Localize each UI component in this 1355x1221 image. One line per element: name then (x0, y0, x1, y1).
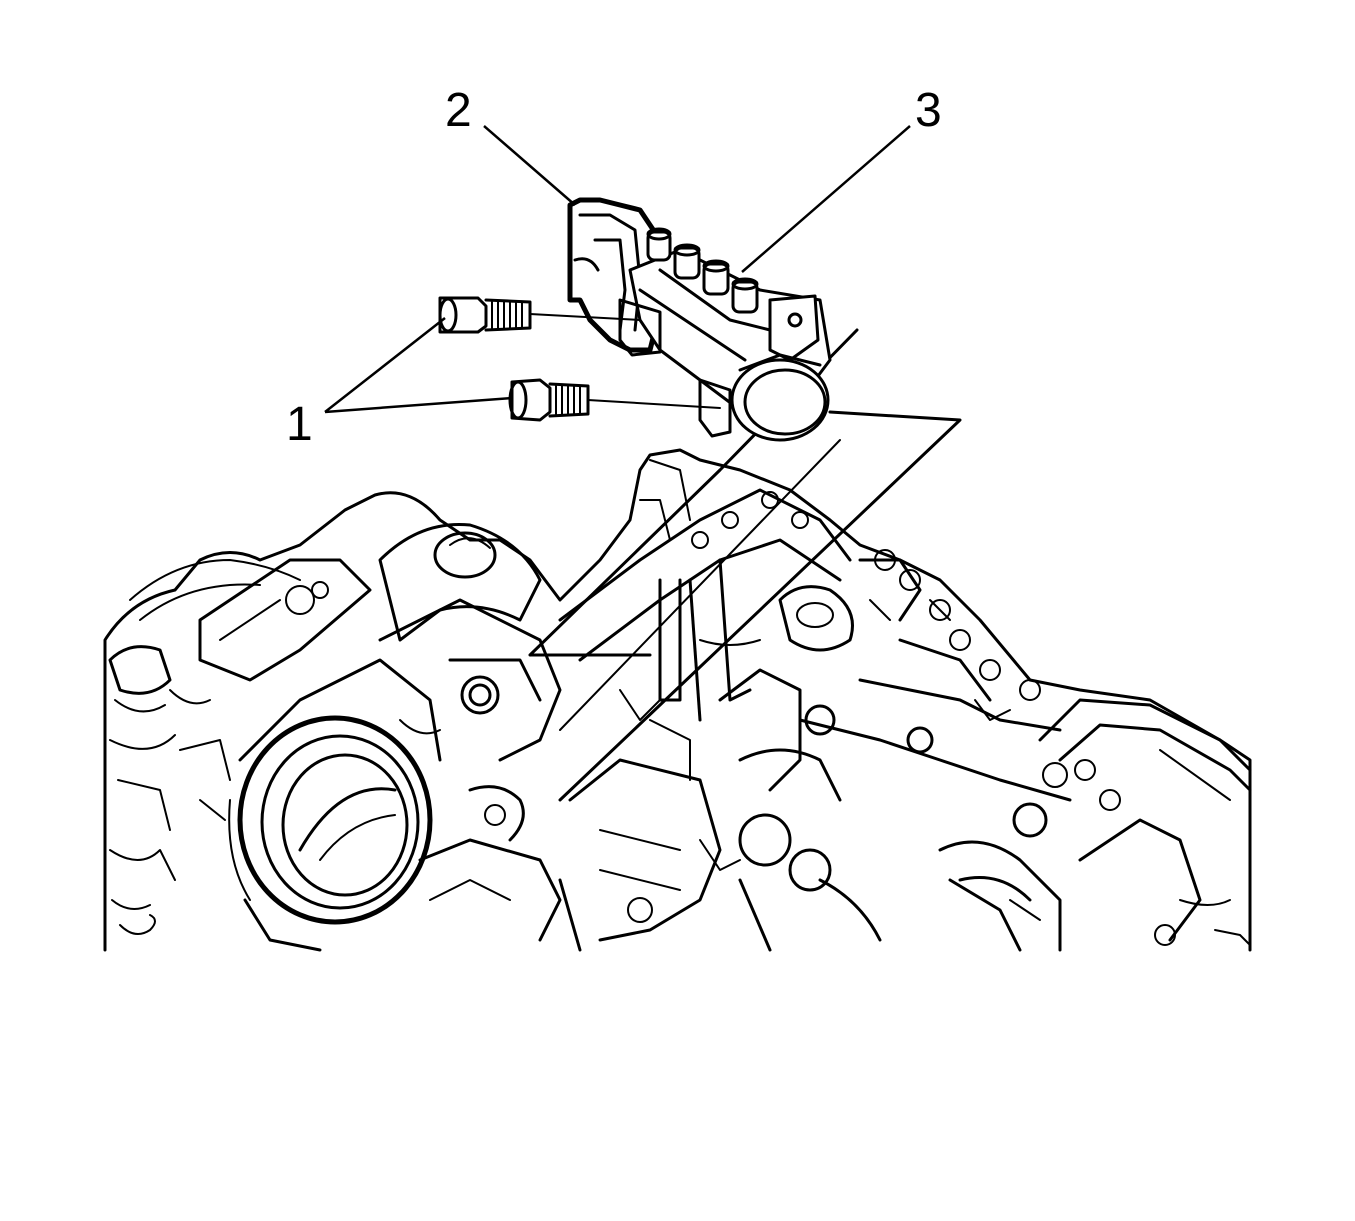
callout-1: 1 (286, 398, 313, 451)
fuel-rail-bolt-upper (438, 296, 641, 334)
fuel-rail-bolt-lower (508, 378, 721, 422)
leader-1-upper (324, 317, 446, 413)
plane-inner-line (559, 439, 841, 731)
engine-assembly (103, 448, 1252, 952)
callout-leaders (324, 125, 911, 414)
callout-2: 2 (445, 84, 472, 137)
throttle-body (228, 658, 442, 952)
leader-1-lower (324, 396, 513, 414)
leader-2 (483, 125, 576, 206)
leader-3 (741, 125, 911, 273)
rail-mounting-tab (768, 294, 820, 362)
injector-cups (646, 227, 759, 314)
callout-3: 3 (915, 84, 942, 137)
fuel-rail-assembly (567, 197, 832, 442)
